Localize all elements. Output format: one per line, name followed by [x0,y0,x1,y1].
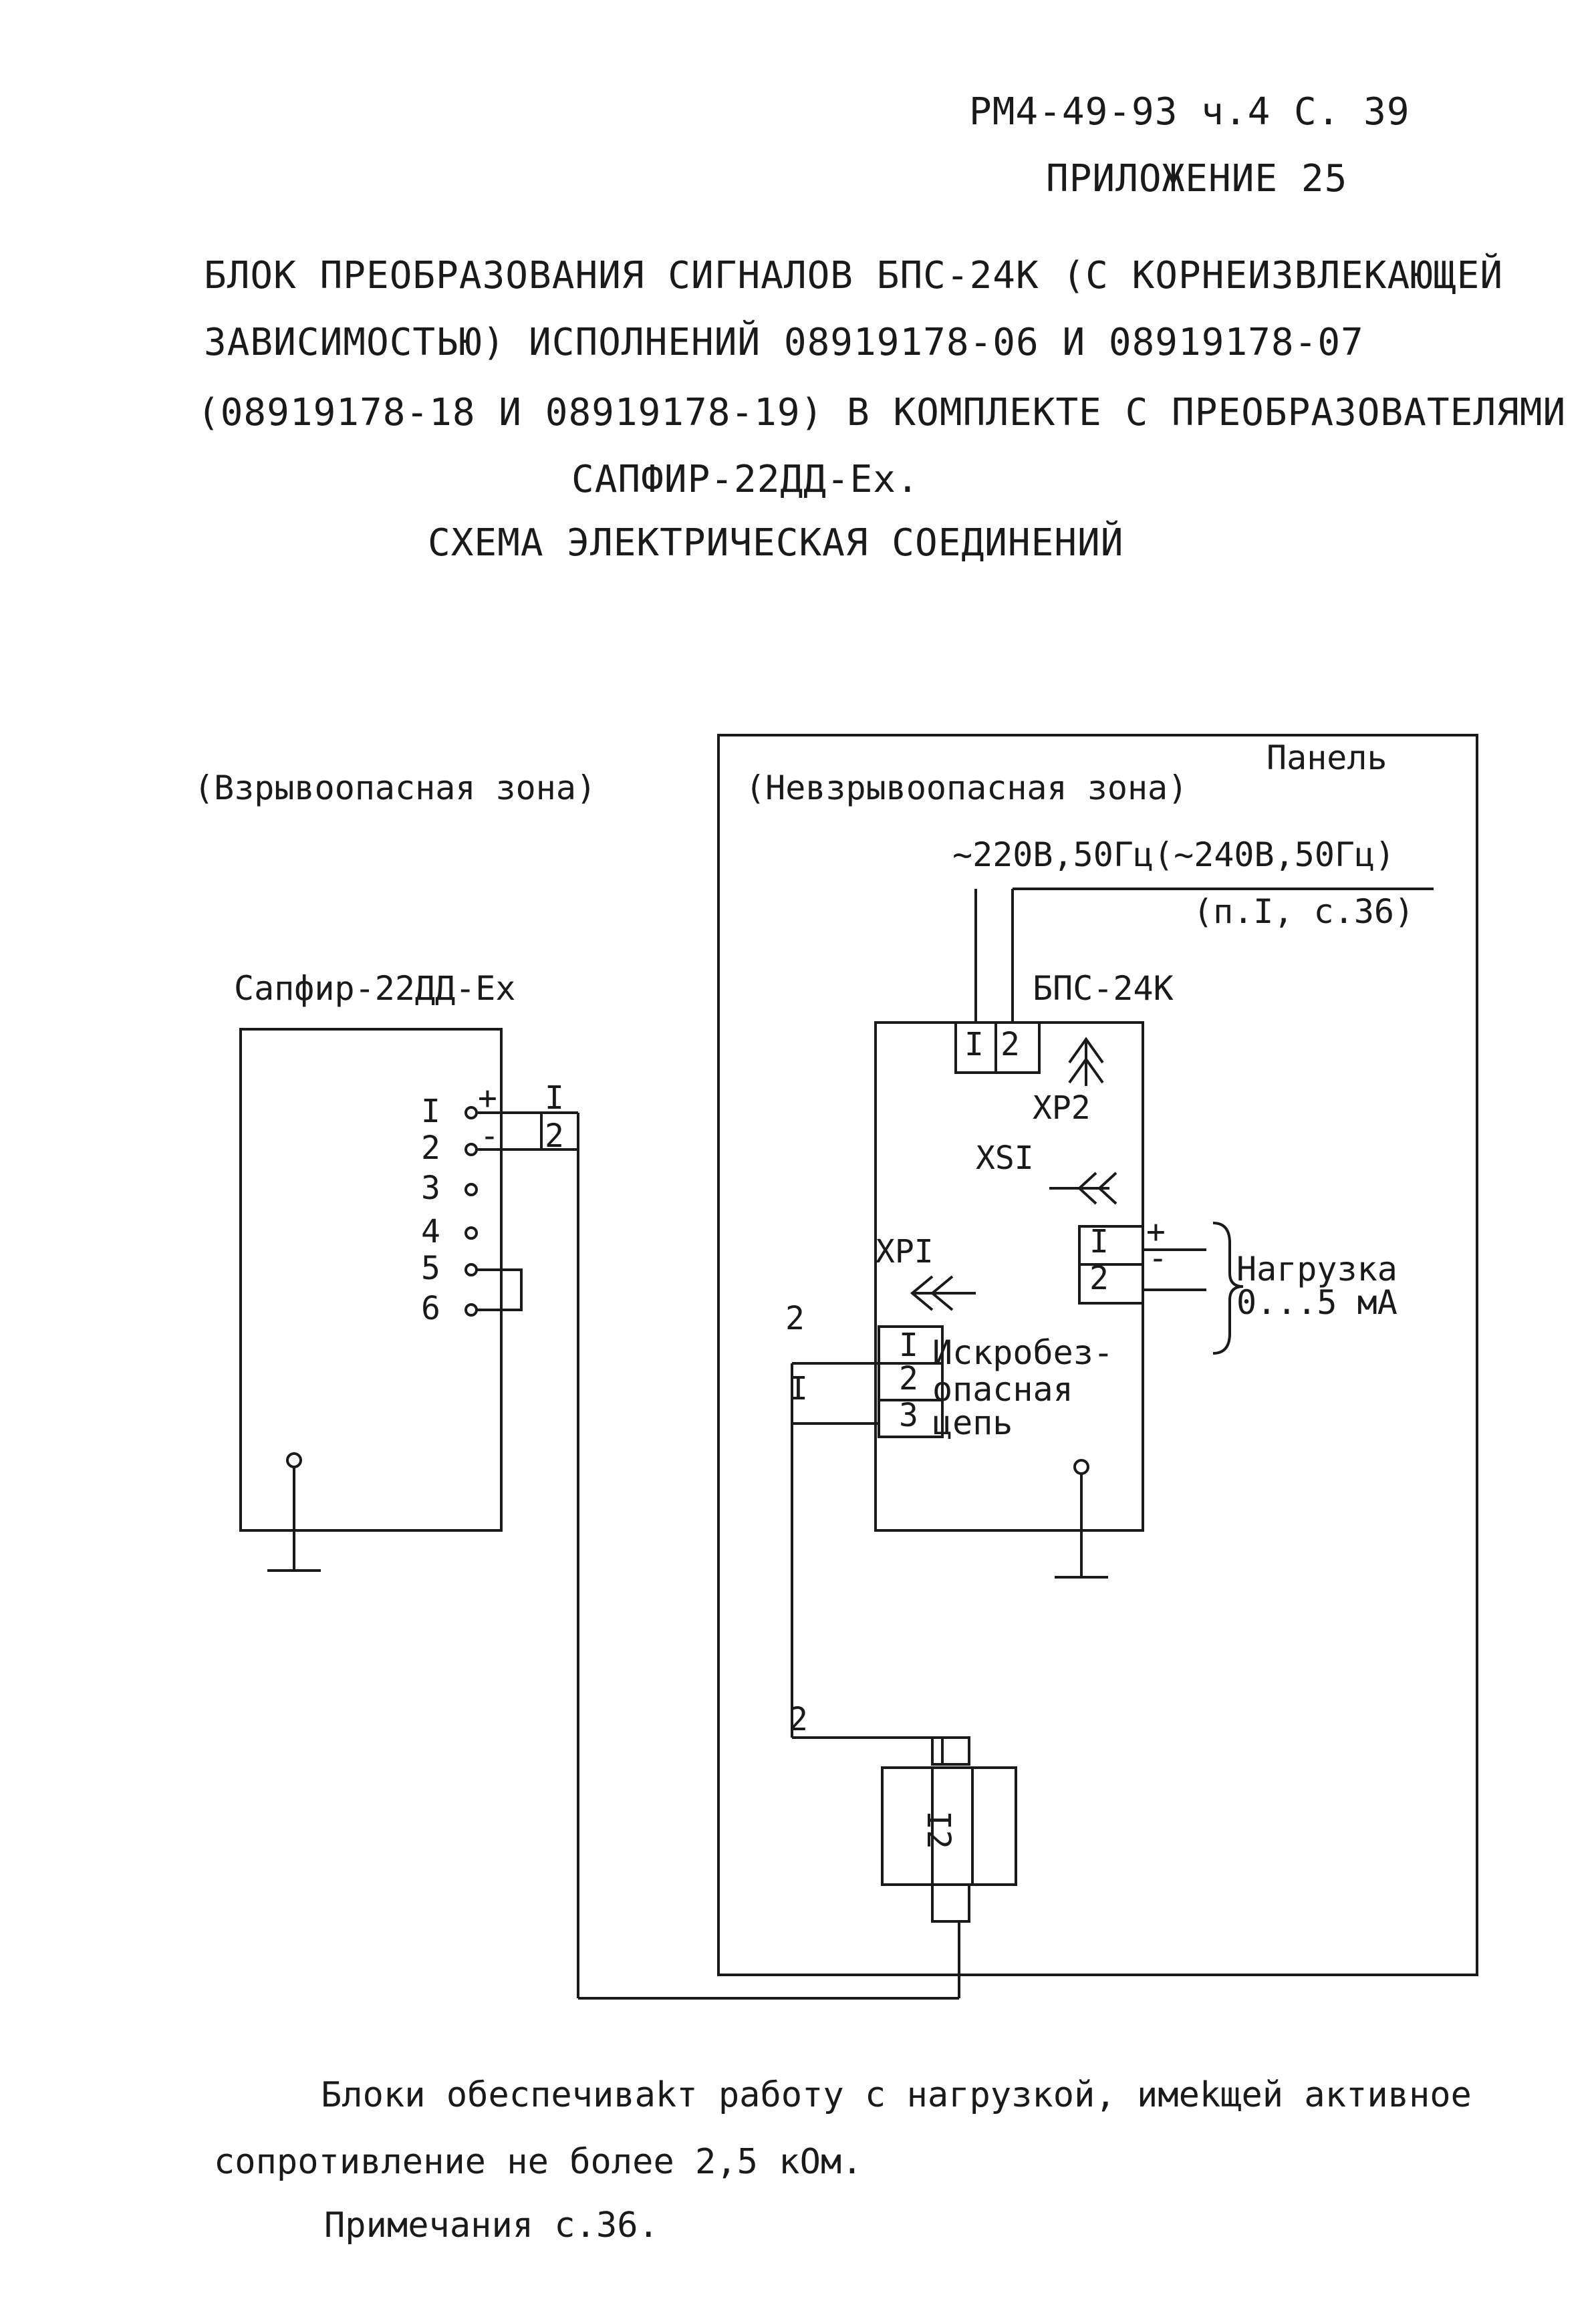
sensor-label: Сапфир-22ДД-Ех [234,969,516,1008]
sensor-wire-1: I [545,1079,564,1117]
panel-box [717,734,1478,1976]
power-reference-label: (п.I, с.36) [1193,892,1415,931]
safe-circuit-label-2: опасная [932,1370,1073,1409]
appendix-label: ПРИЛОЖЕНИЕ 25 [1046,157,1348,200]
sensor-box [239,1028,503,1532]
hazard-zone-label: (Взрывоопасная зона) [194,769,597,807]
load-plus-sign: + [1146,1213,1166,1250]
sensor-pin-2: 2 [421,1129,440,1167]
sensor-pin-1: I [421,1093,440,1130]
sensor-pin-5: 5 [421,1250,440,1287]
xp2-label: ХР2 [1033,1089,1091,1127]
power-terminal [954,1021,1041,1074]
sensor-plus-sign: + [478,1079,497,1117]
load-minus-sign: - [1148,1240,1168,1277]
safe-zone-label: (Невзрывоопасная зона) [745,769,1188,807]
title-line-1: БЛОК ПРЕОБРАЗОВАНИЯ СИГНАЛОВ БПС-24К (С … [204,254,1504,297]
power-supply-label: ~220В,50Гц(~240В,50Гц) [952,835,1395,874]
load-terminal-pin-2: 2 [1089,1260,1109,1297]
xp1-label: ХРI [876,1233,934,1270]
sensor-pin-6: 6 [421,1290,440,1327]
wire-number-2-left: 2 [785,1300,805,1337]
safe-terminal-pin-3: 3 [899,1397,918,1434]
power-terminal-pin-1: I [964,1026,984,1063]
title-line-2: ЗАВИСИМОСТЬЮ) ИСПОЛНЕНИЙ 08919178-06 И 0… [204,321,1364,364]
xs1-label: ХSI [976,1139,1034,1177]
safe-circuit-label-1: Искробез- [932,1333,1113,1372]
sensor-minus-sign: - [480,1117,499,1155]
wire-number-2-bottom: 2 [789,1701,808,1738]
sensor-wire-2: 2 [545,1117,564,1155]
safe-terminal-pin-1: I [899,1327,918,1364]
load-range-label: 0...5 мА [1236,1283,1398,1322]
panel-label: Панель [1267,738,1387,777]
safe-circuit-terminal [878,1325,944,1438]
wire-number-1-left: I [789,1370,808,1407]
safe-circuit-label-3: цепь [932,1403,1013,1442]
sensor-pin-3: 3 [421,1170,440,1207]
title-line-5: СХЕМА ЭЛЕКТРИЧЕСКАЯ СОЕДИНЕНИЙ [428,521,1124,565]
sensor-pin-4: 4 [421,1213,440,1250]
notes-reference: Примечания с.36. [324,2205,659,2246]
barrier-connector [931,1736,970,1766]
title-line-4: САПФИР-22ДД-Ех. [571,458,920,501]
load-label: Нагрузка [1236,1250,1398,1289]
barrier-connector-pins: I2 [919,1810,957,1849]
paragraph-line-2: сопротивление не более 2,5 кОм. [214,2142,863,2182]
power-terminal-pin-2: 2 [1001,1026,1020,1063]
document-reference: РМ4-49-93 ч.4 С. 39 [969,90,1410,134]
block-label: БПС-24К [1033,969,1174,1008]
title-line-3: (08919178-18 И 08919178-19) В КОМПЛЕКТЕ … [197,391,1567,434]
paragraph-line-1: Блоки обеспечиваkт работу с нагрузкой, и… [321,2075,1472,2115]
safe-terminal-pin-2: 2 [899,1360,918,1397]
load-terminal-pin-1: I [1089,1223,1109,1260]
